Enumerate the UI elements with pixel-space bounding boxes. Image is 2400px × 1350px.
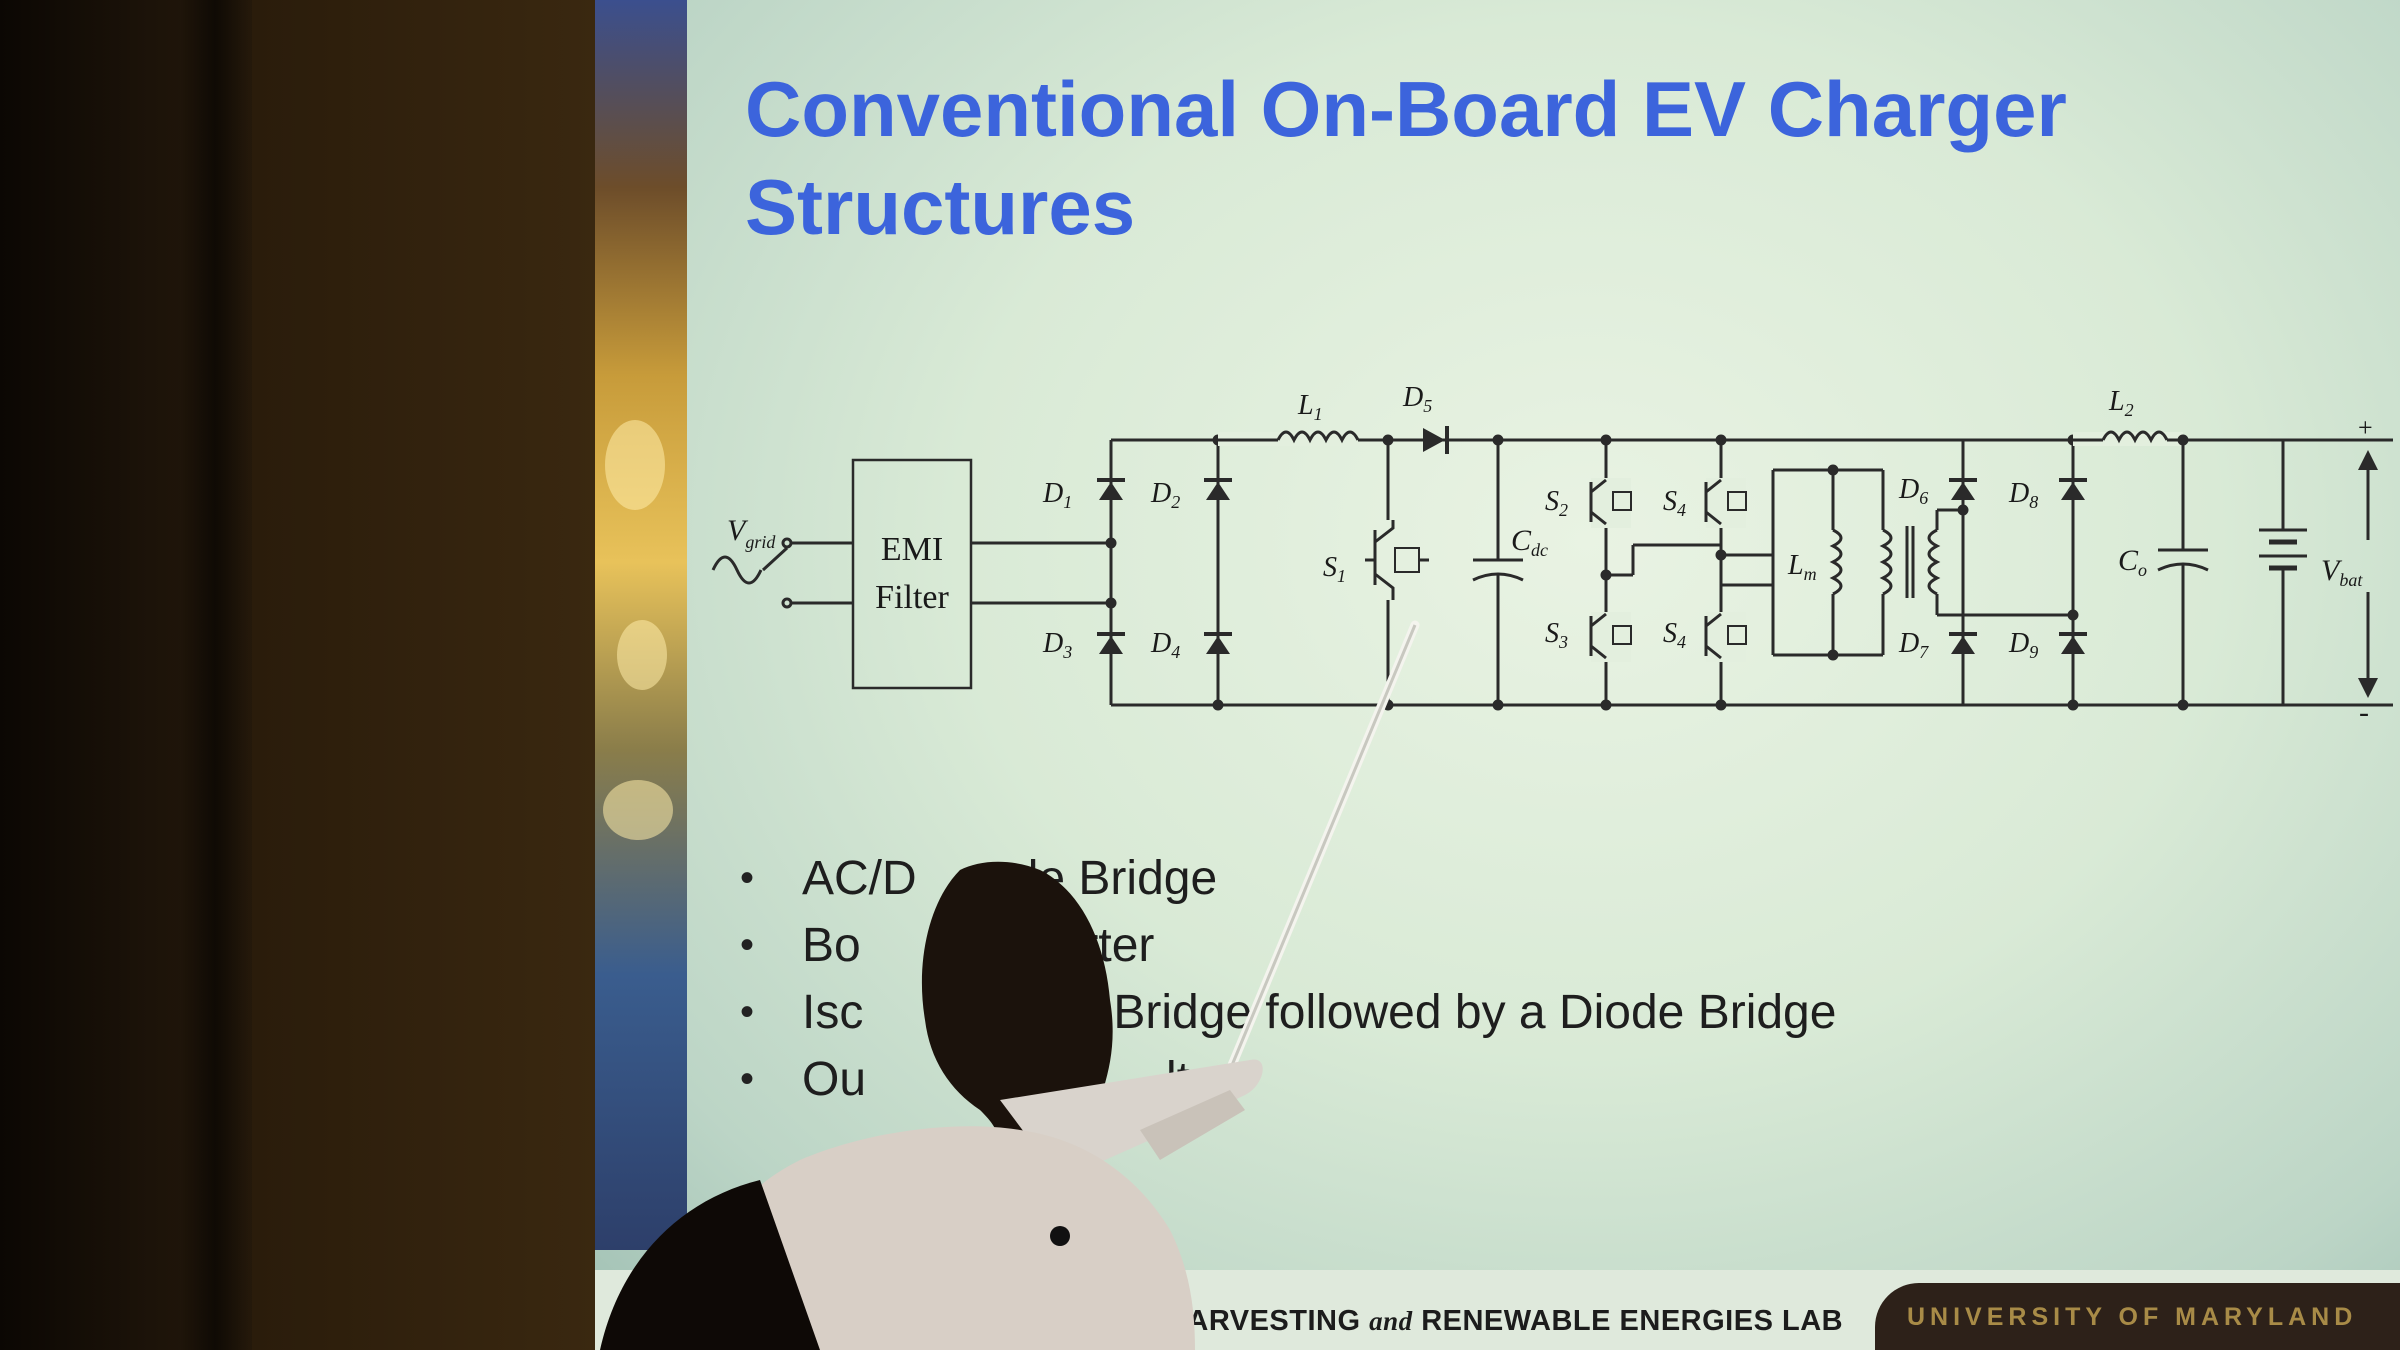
- bullet-dot-icon: •: [740, 1057, 755, 1101]
- vbat-label: Vbat: [2321, 554, 2363, 590]
- switch-s4b: [1704, 612, 1747, 662]
- switch-s3: [1589, 612, 1632, 662]
- inductor-l2: [2101, 430, 2169, 444]
- diode-d8: [2059, 478, 2087, 500]
- ev-charger-circuit-diagram: Vgrid EMI Filter D1 D2 D3 D4: [711, 382, 2393, 729]
- d3-label: D3: [1042, 628, 1072, 662]
- cdc-label: Cdc: [1511, 524, 1548, 560]
- s3-label: S3: [1545, 618, 1568, 652]
- s1-label: S1: [1323, 552, 1346, 586]
- inductor-lm: [1829, 528, 1843, 596]
- slide-title-line1: Conventional On-Board EV Charger: [745, 65, 2067, 153]
- lab-name: GY HARVESTING and RENEWABLE ENERGIES LAB: [1115, 1305, 1844, 1337]
- s2-label: S2: [1545, 486, 1568, 520]
- switch-s4a: [1704, 478, 1747, 528]
- d9-label: D9: [2008, 628, 2038, 662]
- l2-label: L2: [2108, 386, 2134, 420]
- diode-d2: [1204, 478, 1232, 500]
- university-tab: [1875, 1283, 2400, 1350]
- transformer: [1879, 470, 1941, 655]
- bullet-dot-icon: •: [740, 856, 755, 900]
- bullet-text-part: Isc: [802, 986, 864, 1039]
- switch-s1: [1365, 520, 1429, 600]
- bullet-text-part: Ou: [802, 1053, 867, 1106]
- battery-icon: [2259, 528, 2307, 571]
- diode-d1: [1097, 478, 1125, 500]
- emi-filter-label-line2: Filter: [875, 579, 949, 616]
- d5-label: D5: [1402, 382, 1432, 416]
- d1-label: D1: [1042, 478, 1072, 512]
- vbat-arrow: [2358, 450, 2378, 698]
- s4b-label: S4: [1663, 618, 1686, 652]
- s4a-label: S4: [1663, 486, 1686, 520]
- switch-s2: [1589, 478, 1632, 528]
- d8-label: D8: [2008, 478, 2038, 512]
- d7-label: D7: [1898, 628, 1929, 662]
- bullet-text-part: AC/D: [802, 852, 917, 905]
- d2-label: D2: [1150, 478, 1180, 512]
- emi-filter-label-line1: EMI: [881, 531, 943, 568]
- bullet-dot-icon: •: [740, 990, 755, 1034]
- university-name: UNIVERSITY OF MARYLAND: [1907, 1303, 2358, 1331]
- lm-label: Lm: [1787, 550, 1817, 584]
- slide-title: Conventional On-Board EV Charger Structu…: [745, 60, 2305, 256]
- diode-d6: [1949, 478, 1977, 500]
- diode-d3: [1097, 632, 1125, 654]
- co-label: Co: [2118, 544, 2147, 580]
- inductor-l1: [1276, 430, 1360, 444]
- vgrid-label: Vgrid: [727, 514, 776, 552]
- diode-d9: [2059, 632, 2087, 654]
- slide-side-image-strip: [595, 0, 687, 1250]
- vbat-minus: -: [2359, 696, 2369, 729]
- bullet-text-part: Bo: [802, 919, 861, 972]
- d6-label: D6: [1898, 474, 1928, 508]
- wall-shadow: [180, 0, 250, 1350]
- emi-filter-box: [851, 458, 973, 690]
- diode-d5: [1423, 426, 1449, 454]
- diode-d4: [1204, 632, 1232, 654]
- bullet-dot-icon: •: [740, 923, 755, 967]
- slide-title-line2: Structures: [745, 163, 1136, 251]
- l1-label: L1: [1297, 390, 1323, 424]
- diode-d7: [1949, 632, 1977, 654]
- ac-source-icon: [711, 537, 793, 609]
- projected-slide: Conventional On-Board EV Charger Structu…: [595, 0, 2400, 1350]
- screen-frame: [252, 0, 600, 1350]
- vbat-plus: +: [2358, 413, 2373, 442]
- d4-label: D4: [1150, 628, 1180, 662]
